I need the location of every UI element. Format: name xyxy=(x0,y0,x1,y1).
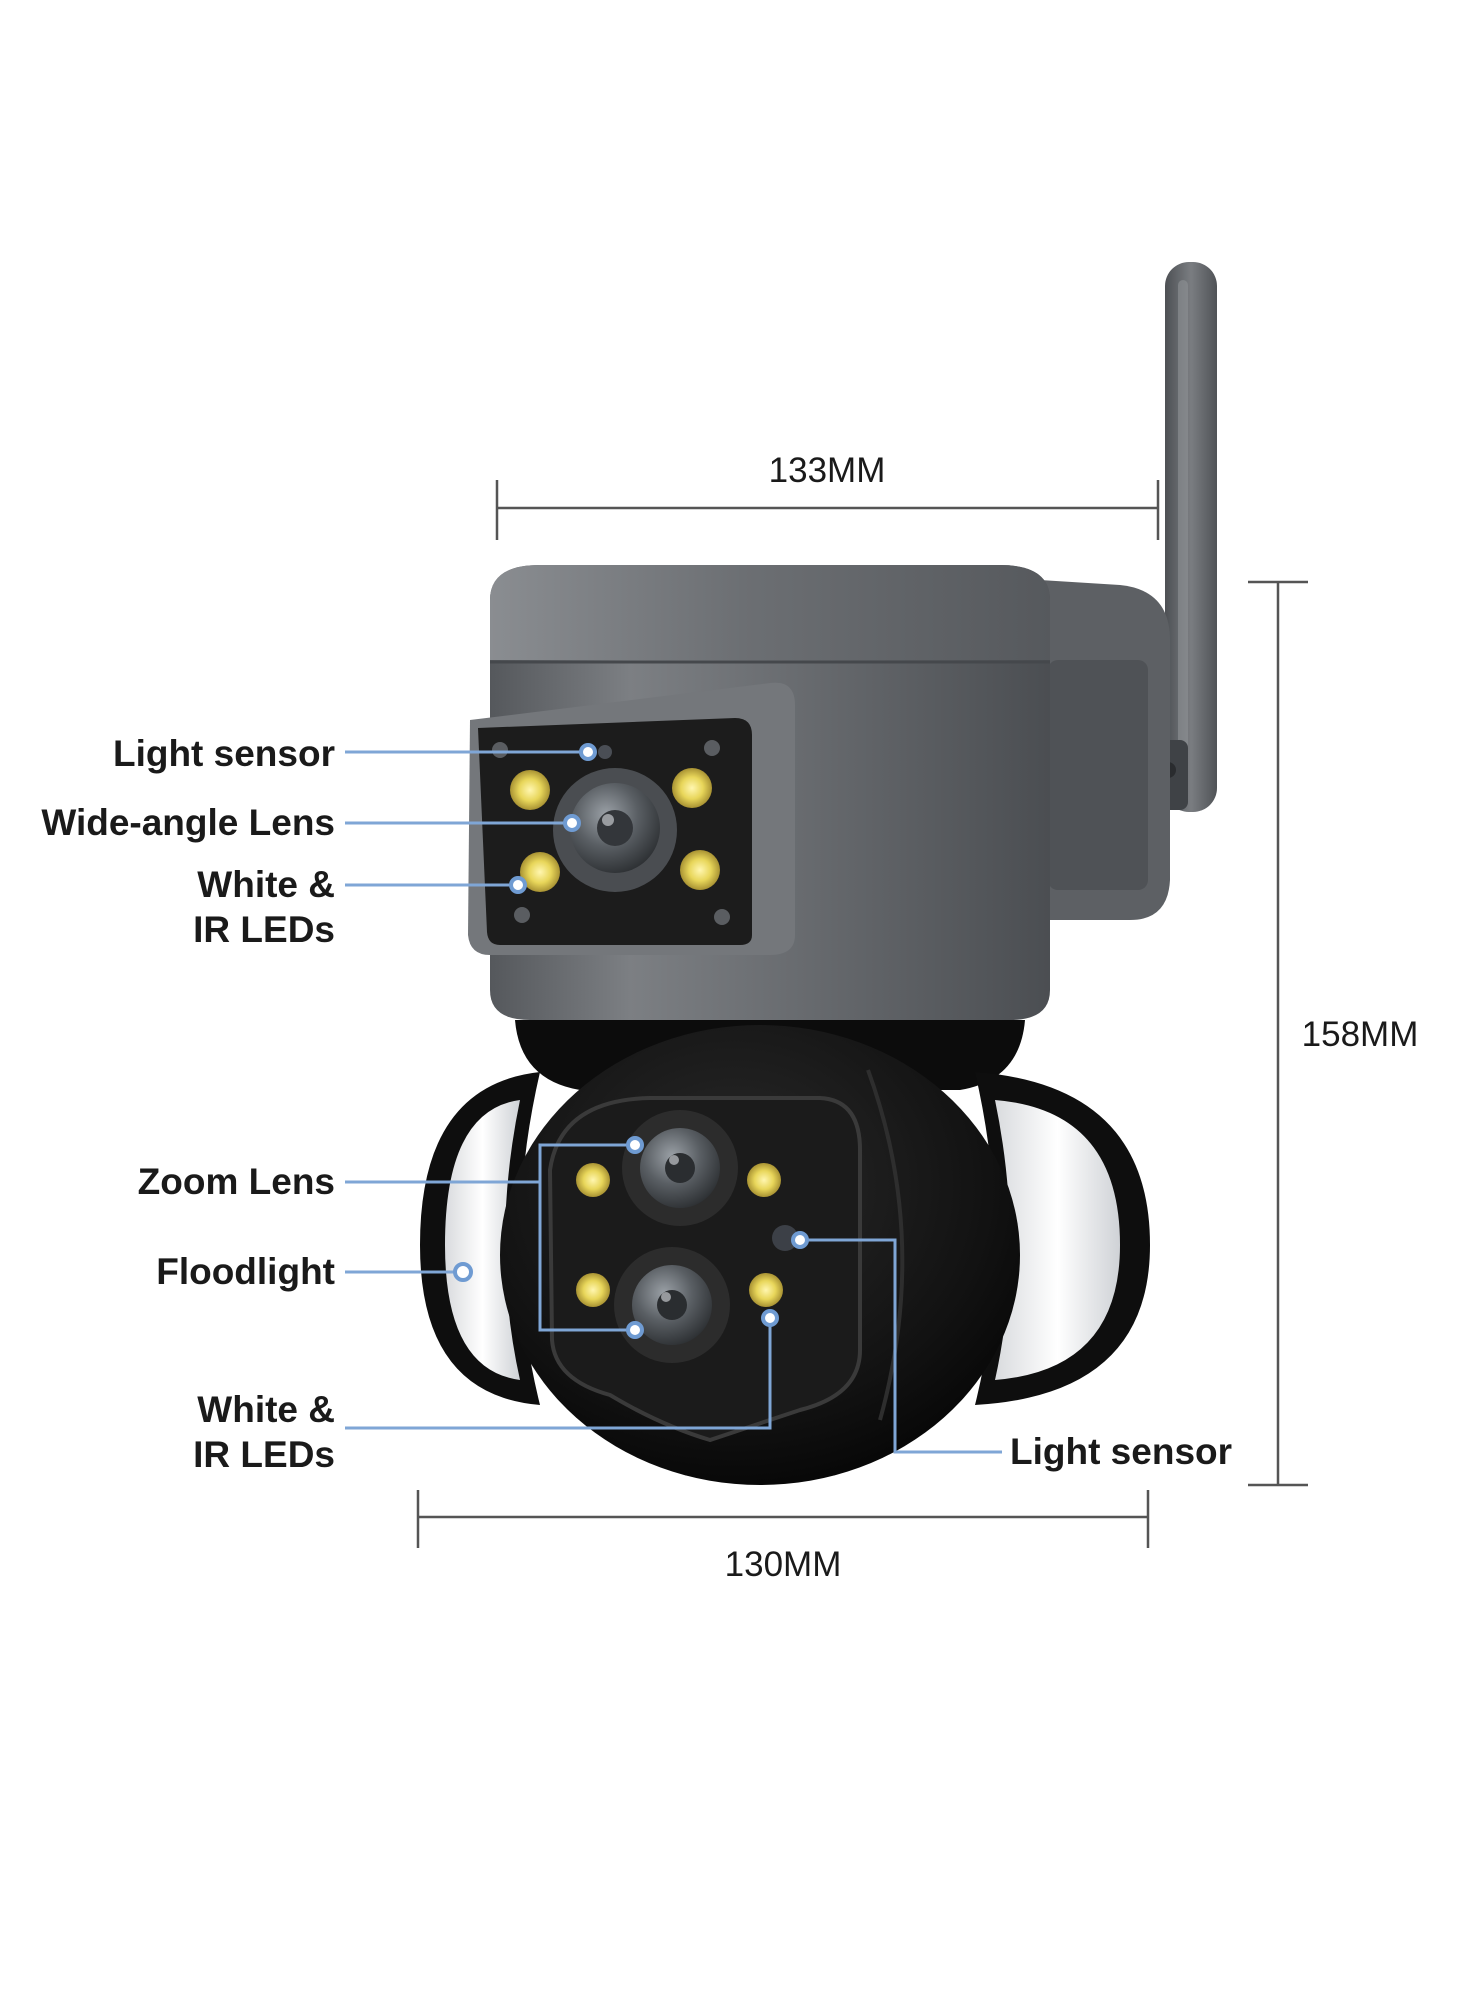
dimension-bottom-width: 130MM xyxy=(725,1545,842,1584)
screw-icon xyxy=(514,907,530,923)
dimension-top-width: 133MM xyxy=(769,451,886,490)
dimension-height: 158MM xyxy=(1302,1015,1419,1054)
dimension-lines xyxy=(416,480,1308,1548)
label-floodlight: Floodlight xyxy=(156,1251,335,1292)
floodlight-right xyxy=(975,1072,1150,1405)
floodlight-left xyxy=(420,1072,540,1405)
label-zoom-lens: Zoom Lens xyxy=(138,1161,335,1202)
screw-icon xyxy=(704,740,720,756)
led-icon xyxy=(749,1273,783,1307)
light-sensor-bottom xyxy=(772,1225,798,1251)
led-icon xyxy=(510,770,550,810)
ptz-ball xyxy=(500,1025,1020,1485)
label-light-sensor-bottom: Light sensor xyxy=(1010,1431,1232,1472)
led-icon xyxy=(672,768,712,808)
label-wide-angle-lens: Wide-angle Lens xyxy=(41,802,335,843)
wide-angle-module xyxy=(468,682,795,955)
light-sensor-top xyxy=(598,745,612,759)
label-light-sensor-top: Light sensor xyxy=(113,733,335,774)
side-bracket xyxy=(1040,580,1170,920)
screw-icon xyxy=(714,909,730,925)
led-icon xyxy=(520,852,560,892)
label-leds-top-line2: IR LEDs xyxy=(193,909,335,950)
label-leds-top-line1: White & xyxy=(197,864,335,905)
camera-illustration xyxy=(420,262,1217,1485)
led-icon xyxy=(576,1163,610,1197)
led-icon xyxy=(747,1163,781,1197)
labels: Light sensor Wide-angle Lens White & IR … xyxy=(41,451,1418,1584)
screw-icon xyxy=(492,742,508,758)
led-icon xyxy=(680,850,720,890)
label-leds-bottom-line1: White & xyxy=(197,1389,335,1430)
led-icon xyxy=(576,1273,610,1307)
leader-lines xyxy=(345,743,1002,1454)
label-leds-bottom-line2: IR LEDs xyxy=(193,1434,335,1475)
